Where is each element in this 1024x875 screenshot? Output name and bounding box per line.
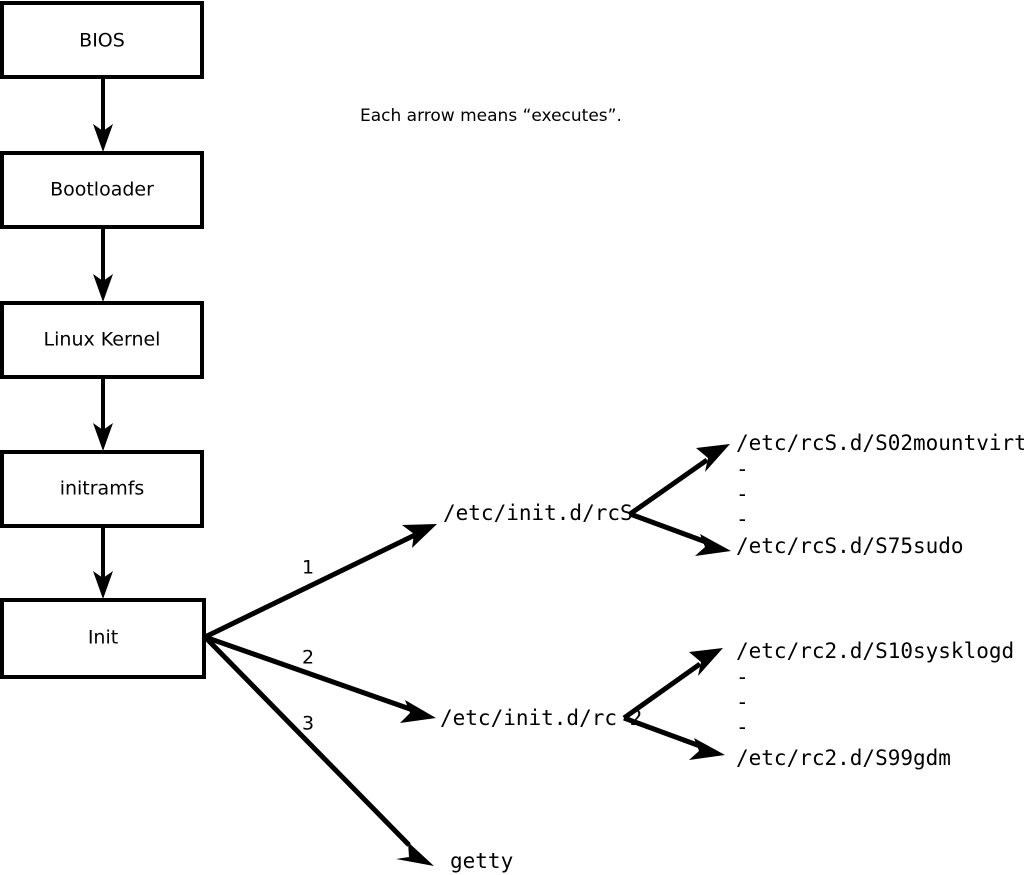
- rc2d-ellipsis-1: -: [736, 665, 749, 689]
- arrow-init-branch-2: [204, 634, 436, 723]
- rc2d-first-script[interactable]: /etc/rc2.d/S10sysklogd: [736, 639, 1014, 663]
- legend-note: Each arrow means “executes”.: [360, 106, 622, 126]
- rc2d-ellipsis-3: -: [736, 715, 749, 739]
- rcs-script-label[interactable]: /etc/init.d/rcS: [443, 501, 633, 525]
- initramfs-label: initramfs: [60, 478, 145, 500]
- bios-label: BIOS: [79, 30, 125, 52]
- arrow-init-branch-1: [203, 524, 437, 640]
- bootloader-label: Bootloader: [50, 179, 154, 201]
- arrow-kernel-to-initramfs: [93, 377, 113, 451]
- arrow-init-branch-3: [203, 635, 434, 866]
- node-bootloader[interactable]: Bootloader: [0, 151, 204, 229]
- rcsd-ellipsis-1: -: [736, 457, 749, 481]
- getty-label[interactable]: getty: [450, 849, 513, 873]
- rcsd-ellipsis-3: -: [736, 507, 749, 531]
- init-label: Init: [88, 627, 118, 649]
- node-init[interactable]: Init: [0, 598, 206, 679]
- arrow-bios-to-bootloader: [93, 77, 113, 152]
- arrow-bootloader-to-kernel: [93, 227, 113, 302]
- branch-2-number: 2: [302, 647, 314, 669]
- rc2d-ellipsis-2: -: [736, 690, 749, 714]
- arrow-rcs-to-last-script: [629, 511, 731, 556]
- node-linux-kernel[interactable]: Linux Kernel: [0, 301, 204, 379]
- branch-3-number: 3: [302, 713, 314, 735]
- arrow-rcs-to-first-script: [628, 444, 730, 517]
- initramfs-box[interactable]: [0, 450, 204, 528]
- rcsd-first-script[interactable]: /etc/rcS.d/S02mountvirtfs: [736, 431, 1024, 455]
- rc2d-last-script[interactable]: /etc/rc2.d/S99gdm: [736, 746, 951, 770]
- rcsd-last-script[interactable]: /etc/rcS.d/S75sudo: [736, 534, 964, 558]
- rcsd-ellipsis-2: -: [736, 482, 749, 506]
- bios-box[interactable]: [0, 1, 204, 79]
- arrow-rc2-to-last-script: [623, 715, 725, 760]
- arrow-rc2-to-first-script: [622, 648, 723, 721]
- arrow-initramfs-to-init: [93, 526, 113, 599]
- rc2-script-label[interactable]: /etc/init.d/rc 2: [440, 706, 642, 730]
- node-bios[interactable]: BIOS: [0, 1, 204, 79]
- init-box[interactable]: [0, 598, 206, 679]
- linux-kernel-label: Linux Kernel: [44, 329, 161, 351]
- branch-1-number: 1: [302, 557, 314, 579]
- node-initramfs[interactable]: initramfs: [0, 450, 204, 528]
